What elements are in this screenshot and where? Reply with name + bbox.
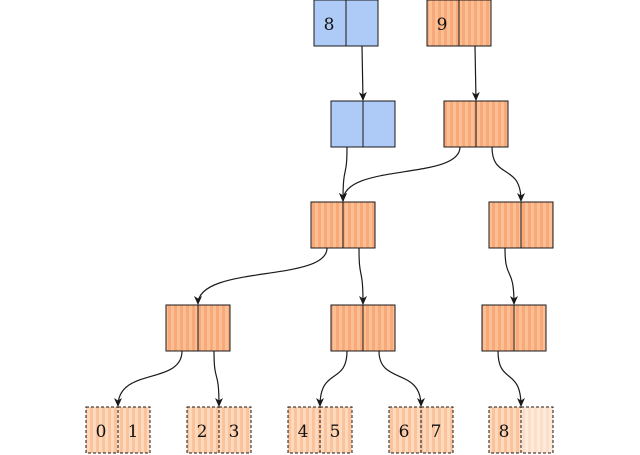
node-root-v9-cell-1 (458, 0, 492, 47)
node-inner-b-cell-1 (520, 201, 554, 249)
node-inner-a (310, 201, 376, 249)
node-inner-d-cell-0 (330, 304, 364, 352)
node-leaf-8-cell-0 (488, 406, 522, 454)
node-leaf-4-5-cell-0 (287, 406, 321, 454)
node-inner-c (165, 304, 231, 352)
edge-inner-v9-to-inner-b (491, 146, 525, 202)
node-root-v8-cell-1 (345, 0, 379, 47)
node-leaf-8: 8 (488, 406, 554, 454)
node-root-v9: 9 (426, 0, 492, 47)
edge-root-v9-to-inner-v9 (471, 45, 480, 101)
edge-inner-c-to-leaf-2-3 (213, 350, 223, 407)
node-inner-v8-cell-0 (330, 100, 364, 148)
edges-layer (114, 45, 525, 407)
node-root-v8-cell-0-label: 8 (324, 15, 335, 35)
edge-inner-d-to-leaf-6-7 (378, 350, 425, 407)
edge-inner-a-to-inner-c (194, 247, 328, 305)
node-inner-v8 (330, 100, 396, 148)
node-inner-v8-cell-1 (362, 100, 396, 148)
node-inner-v9-cell-1 (475, 100, 509, 148)
node-root-v9-cell-0-label: 9 (437, 15, 448, 35)
node-leaf-6-7-cell-0-label: 6 (399, 422, 410, 442)
node-leaf-4-5-cell-1 (319, 406, 353, 454)
node-leaf-0-1-cell-0-label: 0 (96, 422, 107, 442)
edge-inner-b-to-inner-e (504, 247, 518, 305)
node-inner-b (488, 201, 554, 249)
node-inner-c-cell-1 (197, 304, 231, 352)
node-leaf-0-1-cell-1 (117, 406, 151, 454)
node-leaf-0-1-cell-1-label: 1 (128, 422, 139, 442)
edge-inner-v9-to-inner-a (339, 146, 461, 202)
node-inner-e-cell-0 (481, 304, 515, 352)
node-inner-a-cell-0 (310, 201, 344, 249)
node-inner-d (330, 304, 396, 352)
node-leaf-2-3-cell-1-label: 3 (229, 422, 240, 442)
node-leaf-8-cell-0-label: 8 (499, 422, 510, 442)
edge-inner-d-to-leaf-4-5 (316, 350, 348, 407)
node-inner-e-cell-1 (513, 304, 547, 352)
edge-root-v8-to-inner-v8 (358, 45, 367, 101)
node-leaf-2-3-cell-0-label: 2 (197, 422, 208, 442)
node-inner-a-cell-1 (342, 201, 376, 249)
node-inner-b-cell-0 (488, 201, 522, 249)
node-inner-d-cell-1 (362, 304, 396, 352)
node-leaf-4-5-cell-0-label: 4 (298, 422, 309, 442)
edge-inner-e-to-leaf-8 (497, 350, 525, 407)
node-inner-v9-cell-0 (443, 100, 477, 148)
node-leaf-4-5-cell-1-label: 5 (330, 422, 341, 442)
node-leaf-6-7-cell-0 (388, 406, 422, 454)
edge-inner-a-to-inner-d (358, 247, 367, 305)
node-inner-v9 (443, 100, 509, 148)
node-leaf-6-7-cell-1 (420, 406, 454, 454)
node-root-v8: 8 (313, 0, 379, 47)
edge-inner-v8-to-inner-a (339, 146, 348, 202)
node-leaf-8-cell-1 (520, 406, 554, 454)
node-leaf-2-3-cell-1 (218, 406, 252, 454)
edge-inner-c-to-leaf-0-1 (114, 350, 183, 407)
node-root-v9-cell-0 (426, 0, 460, 47)
node-inner-e (481, 304, 547, 352)
node-leaf-6-7-cell-1-label: 7 (431, 422, 442, 442)
node-inner-c-cell-0 (165, 304, 199, 352)
